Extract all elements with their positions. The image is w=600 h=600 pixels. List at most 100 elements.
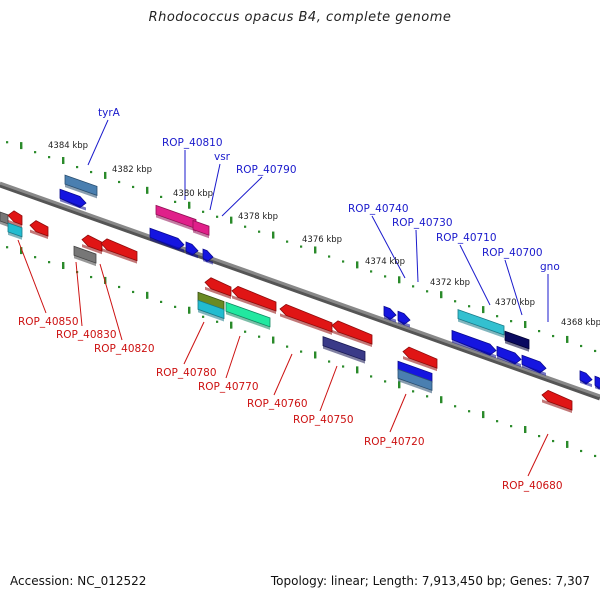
reverse-label[interactable]: ROP_40720 [364, 436, 425, 448]
ruler-tick [524, 426, 527, 434]
ruler-dot [342, 260, 345, 263]
forward-label-leader [504, 259, 523, 316]
gene-forward[interactable] [521, 354, 547, 376]
ruler-dot [286, 240, 289, 243]
forward-label[interactable]: tyrA [98, 107, 121, 119]
ruler-tick [314, 246, 317, 254]
ruler-dot [174, 305, 177, 308]
gene-forward[interactable] [579, 370, 593, 388]
ruler-tick [20, 142, 23, 150]
gene-reverse[interactable] [231, 285, 277, 314]
reverse-label-leader [389, 393, 407, 433]
forward-label[interactable]: ROP_40730 [392, 217, 453, 229]
ruler-tick [524, 321, 527, 329]
reverse-label-leader [75, 261, 83, 327]
forward-label[interactable]: ROP_40710 [436, 232, 497, 244]
reverse-label[interactable]: ROP_40820 [94, 343, 155, 355]
gene-reverse[interactable] [29, 220, 49, 240]
ruler-dot [90, 275, 93, 279]
reverse-label[interactable]: ROP_40680 [502, 480, 563, 492]
gene-grey[interactable] [0, 211, 9, 227]
forward-label[interactable]: ROP_40810 [162, 137, 223, 149]
gene-cyan[interactable] [457, 309, 505, 338]
ruler-tick [440, 291, 443, 299]
ruler-dot [454, 405, 457, 408]
ruler-dot [468, 305, 471, 308]
ruler-dot [6, 141, 9, 144]
gene-forward[interactable] [149, 227, 185, 253]
ruler-dot [118, 285, 121, 289]
ruler-dot [384, 275, 387, 278]
gene-forward[interactable] [383, 305, 397, 323]
genome-summary: Topology: linear; Length: 7,913,450 bp; … [270, 574, 590, 588]
backbone-line [0, 181, 600, 398]
gene-forward[interactable] [451, 329, 497, 359]
gene-reverse[interactable] [81, 234, 103, 255]
gene-darkblue[interactable] [504, 330, 530, 352]
gene-cyan[interactable] [7, 222, 23, 240]
reverse-label[interactable]: ROP_40850 [18, 316, 79, 328]
forward-label[interactable]: vsr [214, 151, 231, 163]
ruler-dot [496, 315, 499, 318]
gene-forward[interactable] [496, 345, 522, 367]
ruler-dot [426, 395, 429, 398]
gene-reverse[interactable] [279, 303, 333, 335]
gene-teal[interactable] [225, 301, 271, 330]
gene-forward[interactable] [594, 375, 600, 392]
gene-reverse[interactable] [7, 210, 23, 228]
gene-pink[interactable] [192, 219, 210, 239]
ruler-dot [412, 390, 415, 393]
gene-steel[interactable] [397, 368, 433, 394]
gene-indigo[interactable] [322, 336, 366, 364]
gene-cyan[interactable] [197, 299, 225, 322]
ruler-dot [216, 320, 219, 323]
ruler-dots [6, 141, 597, 458]
gene-tyrA[interactable] [59, 188, 87, 211]
reverse-label-leader [273, 353, 293, 396]
forward-label-leader [459, 244, 491, 306]
gene-tyrA-label-box[interactable] [64, 174, 98, 199]
ruler-dot [538, 329, 541, 333]
ruler-tick [566, 440, 569, 448]
ruler-dot [34, 256, 37, 259]
ruler-dot [258, 230, 261, 233]
reverse-label[interactable]: ROP_40830 [56, 329, 117, 341]
ruler-dot [6, 246, 9, 249]
scale-label: 4372 kbp [430, 278, 470, 288]
gene-pink[interactable] [155, 204, 197, 232]
gene-reverse[interactable] [100, 238, 138, 264]
gene-reverse[interactable] [331, 320, 373, 348]
forward-label[interactable]: ROP_40790 [236, 164, 297, 176]
forward-label[interactable]: gno [540, 261, 560, 273]
reverse-label[interactable]: ROP_40780 [156, 367, 217, 379]
ruler-tick [482, 306, 485, 314]
ruler-dot [510, 425, 513, 428]
ruler-dot [132, 290, 135, 294]
gene-forward[interactable] [185, 241, 199, 259]
forward-label[interactable]: ROP_40700 [482, 247, 543, 259]
scale-label: 4384 kbp [48, 141, 88, 151]
ruler-tick [104, 171, 107, 179]
ruler-dot [370, 270, 373, 273]
ruler-dot [160, 300, 163, 303]
gene-grey[interactable] [73, 245, 97, 267]
ruler-tick [398, 276, 401, 284]
gene-forward[interactable] [202, 248, 214, 265]
ruler-tick [146, 291, 149, 299]
gene-reverse[interactable] [541, 389, 573, 414]
ruler-dot [538, 434, 541, 438]
gene-forward[interactable] [397, 310, 411, 328]
gene-features [0, 174, 600, 414]
gene-reverse[interactable] [402, 346, 438, 372]
reverse-label[interactable]: ROP_40770 [198, 381, 259, 393]
ruler-dot [468, 410, 471, 413]
reverse-label[interactable]: ROP_40760 [247, 398, 308, 410]
page-title: Rhodococcus opacus B4, complete genome [148, 10, 452, 25]
gene-reverse[interactable] [204, 277, 232, 300]
ruler-dot [580, 449, 583, 453]
forward-label[interactable]: ROP_40740 [348, 203, 409, 215]
reverse-label[interactable]: ROP_40750 [293, 414, 354, 426]
forward-label-leader [221, 176, 263, 217]
ruler-dot [454, 300, 457, 303]
ruler-dot [370, 375, 373, 378]
